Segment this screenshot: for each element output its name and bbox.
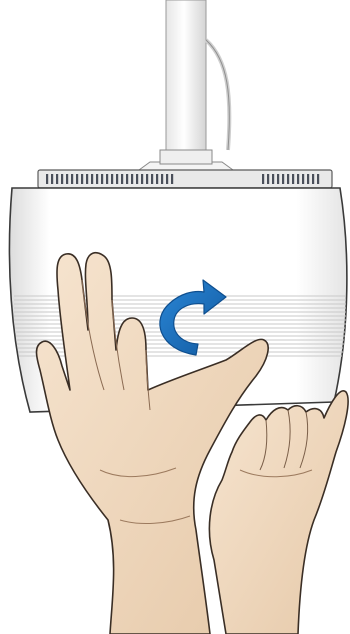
mount-pole xyxy=(166,0,229,160)
right-hand xyxy=(209,391,348,634)
top-plate xyxy=(38,170,332,188)
